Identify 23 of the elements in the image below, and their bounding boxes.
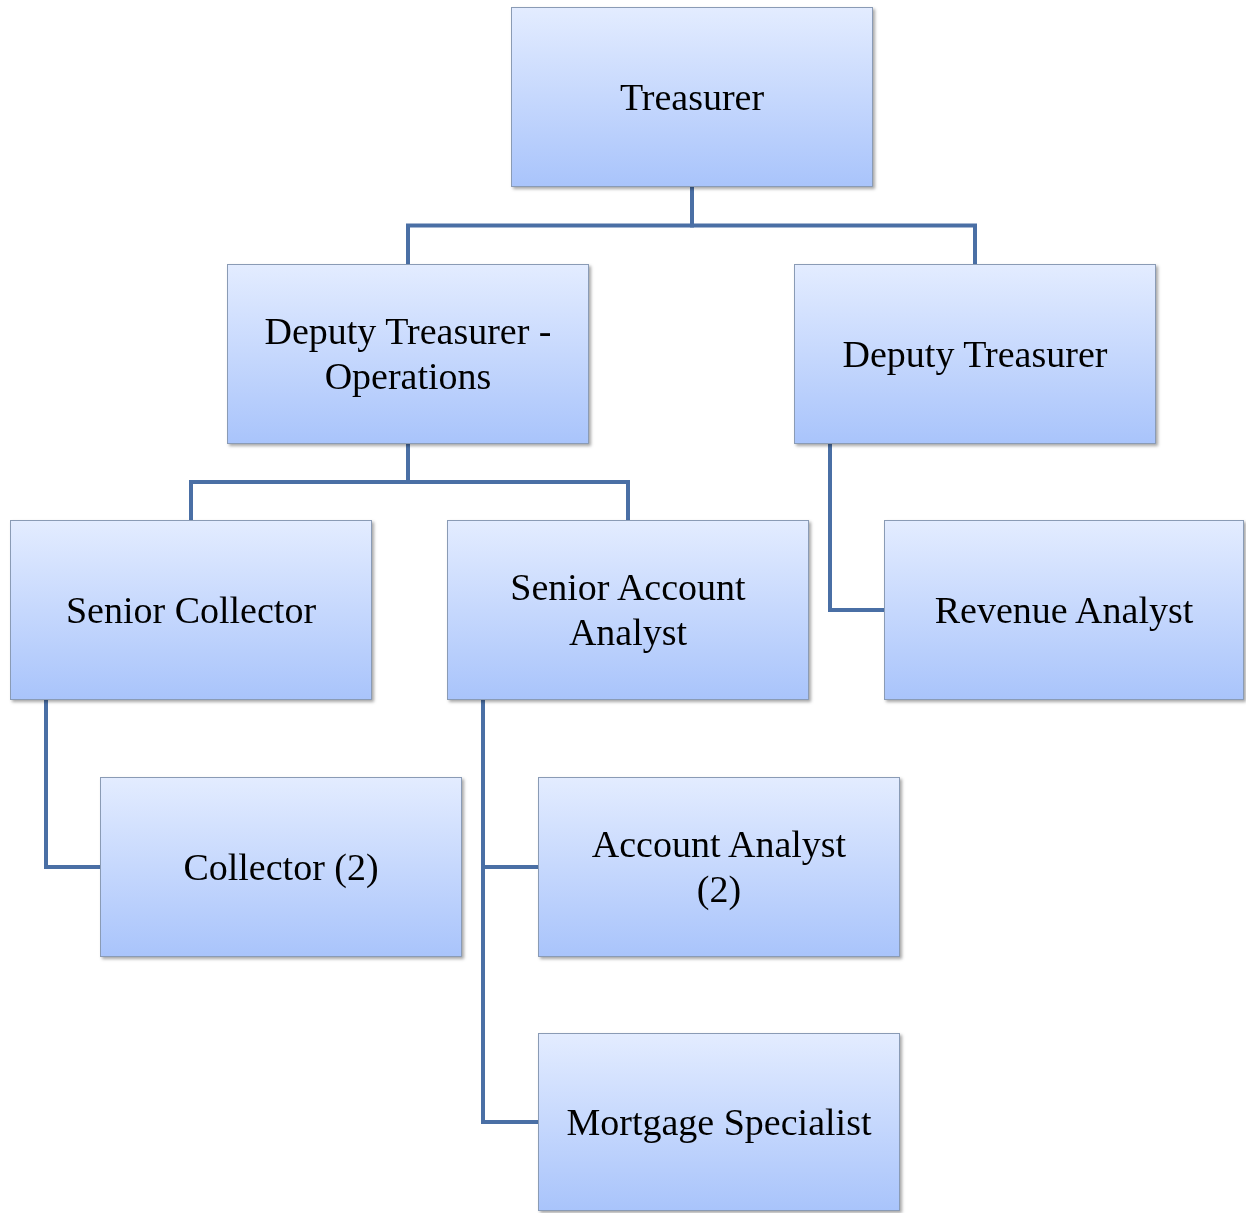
role-title: Deputy Treasurer: [842, 331, 1108, 377]
connector-line: [44, 700, 100, 869]
role-box: [538, 1033, 900, 1211]
role-title: Senior Collector: [65, 587, 317, 633]
connector-line: [690, 187, 977, 264]
role-title: Collector (2): [183, 844, 379, 890]
connector-line: [406, 444, 630, 520]
role-box: [100, 777, 462, 957]
role-title: Senior Account Analyst: [509, 565, 747, 655]
role-box: [884, 520, 1244, 700]
connector-line: [481, 700, 538, 1124]
role-title: Deputy Treasurer - Operations: [263, 309, 553, 399]
role-title: Mortgage Specialist: [566, 1099, 872, 1145]
role-box: [538, 777, 900, 957]
role-box: [447, 520, 809, 700]
role-title: Treasurer: [619, 74, 765, 120]
role-box: [511, 7, 873, 187]
connector-line: [828, 444, 884, 612]
role-box: [227, 264, 589, 444]
role-box: [10, 520, 372, 700]
role-box: [794, 264, 1156, 444]
role-title: Revenue Analyst: [934, 587, 1194, 633]
role-title: Account Analyst (2): [590, 822, 848, 912]
